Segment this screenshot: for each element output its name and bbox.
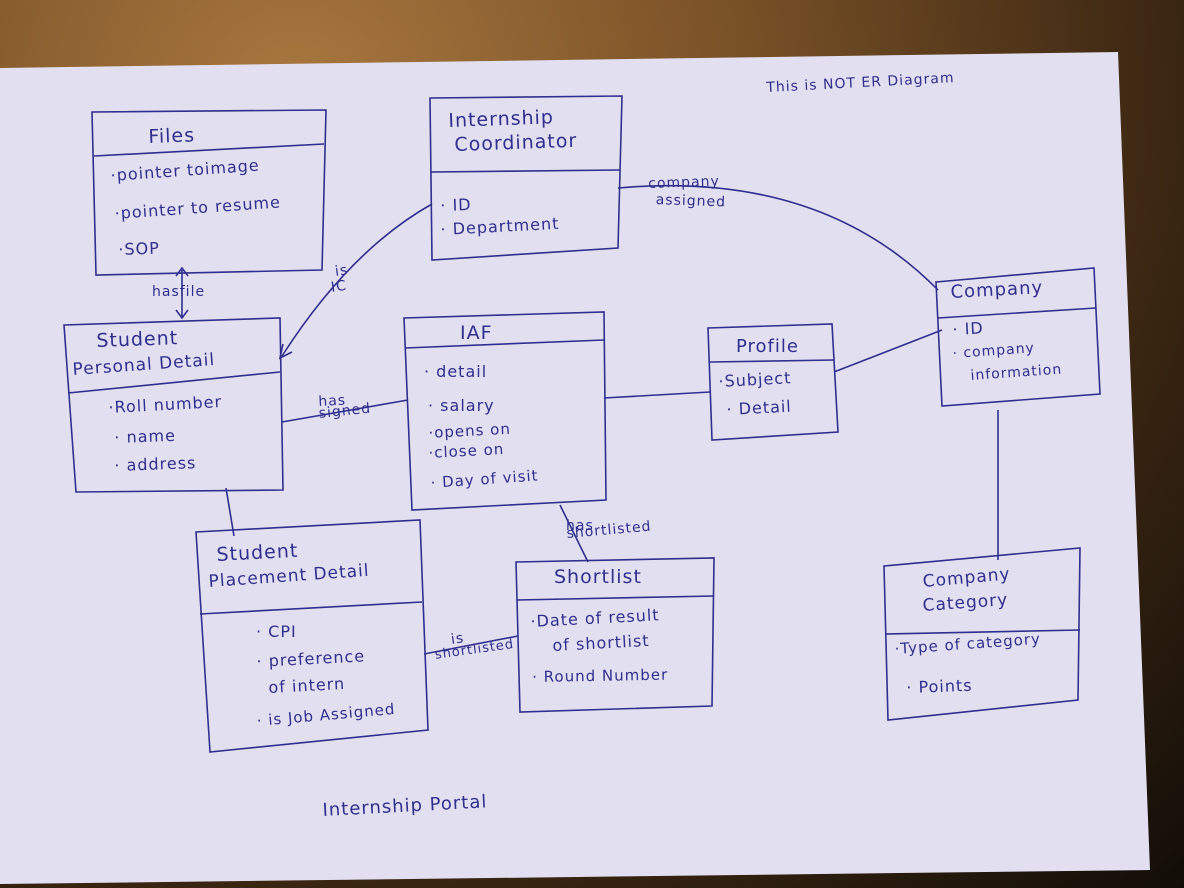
diagram-footer-title: Internship Portal <box>322 791 488 821</box>
coordinator-box <box>429 95 623 261</box>
profile-item-1: ·Subject <box>718 368 792 391</box>
relation-is-ic-line1: is <box>334 262 350 280</box>
company-item-2: · company <box>952 340 1036 362</box>
coordinator-title-line1: Internship <box>448 106 555 132</box>
company-item-3: information <box>970 361 1063 384</box>
iaf-box-divider <box>404 339 605 349</box>
profile-box-divider <box>709 359 835 363</box>
coordinator-student-connector <box>281 203 433 357</box>
shortlist-title: Shortlist <box>554 566 642 588</box>
iaf-shortlist-connector <box>559 504 589 563</box>
iaf-item-1: · detail <box>424 362 488 381</box>
placement-title-line2: Placement Detail <box>208 560 371 592</box>
shortlist-item-1: ·Date of result <box>530 605 661 631</box>
placement-item-4: · is Job Assigned <box>256 699 397 730</box>
shortlist-item-2: of shortlist <box>552 630 650 655</box>
student-placement-connector <box>225 487 235 537</box>
files-item-3: ·SOP <box>118 238 161 259</box>
files-title: Files <box>148 124 196 148</box>
iaf-title: IAF <box>460 322 493 344</box>
placement-box <box>195 519 429 753</box>
student-item-3: · address <box>114 453 197 475</box>
placement-shortlist-connector <box>423 635 519 655</box>
company-title: Company <box>950 277 1044 303</box>
iaf-profile-connector <box>603 391 711 399</box>
relation-hasfile: hasfile <box>152 284 206 300</box>
files-arrow-up <box>175 266 189 277</box>
coordinator-box-divider <box>430 169 621 173</box>
category-item-1: ·Type of category <box>894 629 1042 658</box>
category-box-divider <box>885 629 1081 635</box>
coordinator-item-1: · ID <box>440 194 472 215</box>
shortlist-box <box>515 557 715 713</box>
student-box-divider <box>67 371 281 394</box>
files-box <box>91 109 327 276</box>
student-item-1: ·Roll number <box>108 392 223 417</box>
files-item-1: ·pointer toimage <box>110 155 261 185</box>
student-iaf-connector <box>281 399 409 423</box>
placement-box-divider <box>199 601 423 615</box>
iaf-item-4: ·close on <box>428 440 505 462</box>
shortlist-box-divider <box>516 595 715 601</box>
relation-company-assigned-line1: company <box>648 173 721 192</box>
paper-surface <box>0 52 1150 884</box>
company-box-divider <box>937 307 1097 319</box>
relation-company-assigned-line2: assigned <box>655 192 727 211</box>
student-arrow-down <box>175 309 189 320</box>
profile-title: Profile <box>736 336 799 357</box>
is-ic-arrowhead <box>278 343 293 360</box>
category-item-2: · Points <box>906 675 973 697</box>
coordinator-item-2: · Department <box>440 213 560 239</box>
relation-is-ic-line2: IC <box>330 277 348 296</box>
category-box <box>883 547 1081 721</box>
placement-item-1: · CPI <box>256 622 297 641</box>
company-item-1: · ID <box>952 318 985 339</box>
profile-box <box>707 323 839 441</box>
files-item-2: ·pointer to resume <box>114 192 282 223</box>
profile-company-connector <box>833 329 943 373</box>
relation-is-shortlisted-line2: shortlisted <box>434 636 516 663</box>
placement-title-line1: Student <box>216 539 299 566</box>
diagram-note: This is NOT ER Diagram <box>766 70 955 96</box>
shortlist-item-3: · Round Number <box>532 665 669 686</box>
student-item-2: · name <box>114 425 177 447</box>
iaf-item-5: · Day of visit <box>430 466 540 492</box>
iaf-item-2: · salary <box>428 396 495 415</box>
relation-has-shortlisted-line1: has <box>566 518 594 534</box>
student-box <box>63 317 284 493</box>
files-box-divider <box>93 143 325 157</box>
coordinator-company-connector <box>617 184 939 291</box>
iaf-item-3: ·opens on <box>428 419 512 442</box>
iaf-box <box>403 311 607 511</box>
student-title-line2: Personal Detail <box>72 350 216 380</box>
coordinator-title-line2: Coordinator <box>454 129 578 156</box>
placement-item-2: · preference <box>256 646 366 671</box>
placement-item-3: of intern <box>268 673 346 697</box>
student-title-line1: Student <box>96 327 179 352</box>
category-title-line2: Category <box>922 590 1009 616</box>
company-box <box>935 267 1101 407</box>
category-title-line1: Company <box>922 564 1012 592</box>
profile-item-2: · Detail <box>726 396 793 419</box>
